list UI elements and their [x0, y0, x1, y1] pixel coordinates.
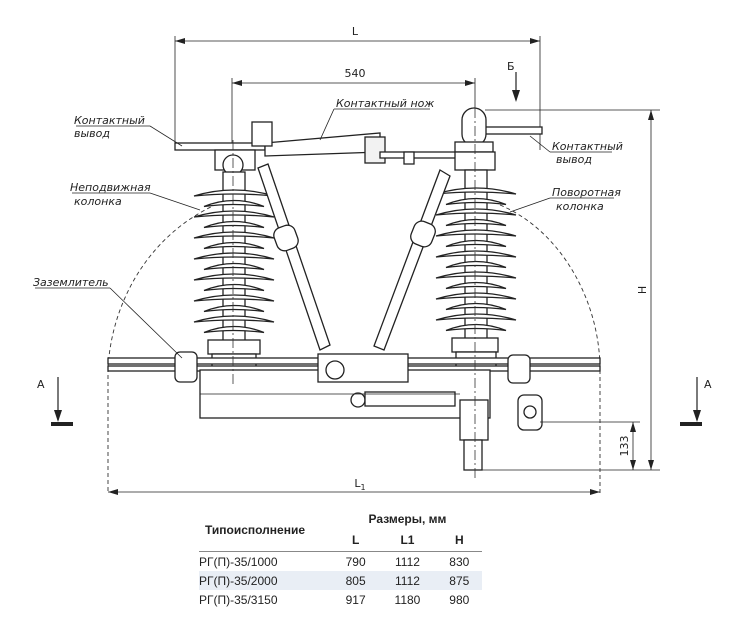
base-frame: [107, 351, 601, 471]
insulator-shed: [435, 208, 517, 216]
dim-L1-label: L: [354, 477, 361, 490]
subheader-H: H: [454, 533, 464, 548]
insulator-shed: [193, 273, 275, 281]
subheader-L1: L1: [400, 533, 415, 548]
svg-text:вывод: вывод: [556, 153, 592, 166]
subheader-L: L: [351, 533, 360, 548]
label-contact-output-left: Контактный вывод: [74, 114, 183, 147]
dimension-L1: L1: [108, 477, 600, 495]
insulator-shed: [445, 260, 507, 269]
row-L: 805: [345, 573, 366, 588]
table-row: РГ(П)-35/2000 805 1112 875: [199, 571, 482, 590]
label-fixed-column: Неподвижная колонка: [70, 181, 201, 211]
insulator-shed: [435, 313, 517, 321]
swing-arc-right: [499, 204, 601, 371]
svg-text:колонка: колонка: [556, 200, 604, 213]
dim-540-label: 540: [345, 67, 366, 80]
table-row: РГ(П)-35/3150 917 1180 980: [199, 590, 482, 609]
insulator-shed: [435, 292, 517, 300]
insulator-shed: [445, 302, 507, 311]
view-arrow-b: Б: [507, 60, 520, 102]
label-grounding-switch: Заземлитель: [33, 276, 183, 359]
svg-text:Заземлитель: Заземлитель: [33, 276, 109, 289]
insulator-shed: [203, 283, 265, 292]
insulator-shed: [203, 304, 265, 313]
insulator-shed: [435, 250, 517, 258]
svg-text:Контактный нож: Контактный нож: [336, 97, 434, 110]
top-busbar: [174, 107, 543, 165]
insulator-shed: [445, 197, 507, 206]
svg-text:вывод: вывод: [74, 127, 110, 140]
row-H: 980: [449, 592, 470, 607]
dim-L-label: L: [352, 25, 359, 38]
svg-text:колонка: колонка: [74, 195, 122, 208]
dim-133-label: 133: [618, 436, 631, 457]
row-type: РГ(П)-35/2000: [199, 573, 278, 588]
row-H: 875: [449, 573, 470, 588]
insulator-shed: [203, 241, 265, 250]
insulator-shed: [193, 210, 275, 218]
dimension-H: H: [636, 110, 654, 470]
dimension-540: 540: [231, 67, 476, 150]
label-contact-output-right: Контактный вывод: [529, 135, 623, 166]
col-dims-header: Размеры, мм: [368, 512, 447, 527]
insulator-shed: [445, 323, 507, 332]
insulator-shed: [203, 262, 265, 271]
section-a-left-label: A: [37, 378, 45, 391]
row-type: РГ(П)-35/3150: [199, 592, 278, 607]
row-L: 790: [345, 554, 366, 569]
insulator-shed: [435, 187, 517, 195]
dimension-133: 133: [618, 422, 636, 470]
insulator-shed: [203, 199, 265, 208]
insulator-shed: [445, 218, 507, 227]
disconnector-drawing: L 540 Б: [33, 25, 712, 495]
insulator-shed: [193, 294, 275, 302]
col-type-header: Типоисполнение: [205, 523, 306, 537]
dim-L1-sub: 1: [361, 483, 366, 492]
section-a-right-label: A: [704, 378, 712, 391]
row-L: 917: [345, 592, 366, 607]
svg-text:L1: L1: [354, 477, 365, 492]
row-L1: 1112: [395, 554, 420, 569]
table-row: РГ(П)-35/1000 790 1112 830: [199, 552, 482, 572]
insulator-shed: [435, 229, 517, 237]
swing-arc-left: [107, 204, 216, 369]
row-L1: 1112: [395, 573, 420, 588]
view-b-label: Б: [507, 60, 515, 73]
dimensions-table: Типоисполнение Размеры, мм L L1 H РГ(П)-…: [199, 509, 482, 609]
insulator-shed: [193, 252, 275, 260]
row-H: 830: [449, 554, 470, 569]
svg-text:Контактный: Контактный: [74, 114, 145, 127]
section-arrow-a-right: A: [680, 377, 712, 426]
insulator-shed: [445, 281, 507, 290]
rotary-column: [435, 151, 517, 369]
svg-text:Поворотная: Поворотная: [552, 186, 621, 199]
insulator-shed: [193, 315, 275, 323]
label-rotary-column: Поворотная колонка: [509, 186, 621, 213]
insulator-shed: [203, 220, 265, 229]
svg-text:Неподвижная: Неподвижная: [70, 181, 151, 194]
label-contact-knife: Контактный нож: [319, 97, 434, 141]
grounding-rods: [257, 163, 451, 351]
insulator-shed: [445, 239, 507, 248]
insulator-shed: [435, 271, 517, 279]
svg-text:Контактный: Контактный: [552, 140, 623, 153]
row-type: РГ(П)-35/1000: [199, 554, 278, 569]
row-L1: 1180: [394, 592, 421, 607]
dim-H-label: H: [636, 286, 649, 294]
insulator-shed: [203, 325, 265, 334]
fixed-column: [193, 149, 275, 371]
section-arrow-a-left: A: [37, 377, 73, 426]
